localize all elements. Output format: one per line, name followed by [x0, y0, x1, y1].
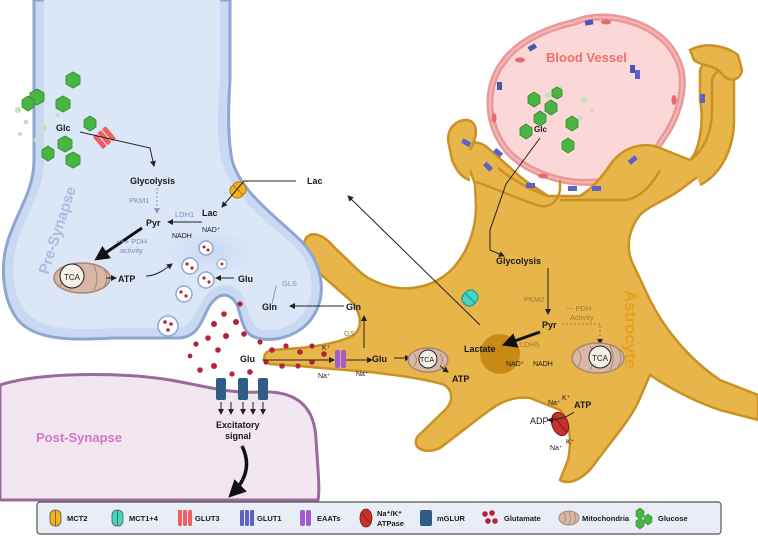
legend-label: GLUT3: [195, 514, 220, 523]
ast-gs: GS: [344, 329, 355, 338]
astrocyte-title: Astrocyte: [621, 290, 640, 368]
ast-pkm2: PKM2: [524, 295, 544, 304]
pre-pyr: Pyr: [146, 218, 161, 228]
pump-atp: ATP: [574, 400, 591, 410]
mglur-receptors: [216, 378, 268, 415]
ast-tca-right: TCA: [592, 354, 609, 363]
pre-gln: Gln: [262, 302, 277, 312]
pre-gls: GLS: [282, 279, 297, 288]
mitochondria-icon: [558, 510, 580, 526]
pump-adp: ADP: [530, 416, 549, 426]
pump-na-bottom: Na⁺: [550, 445, 563, 452]
pre-lac: Lac: [202, 208, 218, 218]
legend-label: GLUT1: [257, 514, 282, 523]
pre-glc-label: Glc: [56, 123, 71, 133]
mglur-icon: [420, 510, 432, 526]
mct14-icon: [111, 509, 124, 527]
blood-vessel-title: Blood Vessel: [546, 50, 627, 65]
na-k-atpase: [550, 411, 570, 437]
pre-atp: ATP: [118, 274, 135, 284]
pre-synapse-terminal: Pre-Synapse: [1, 0, 323, 341]
legend-item: GLUT1: [240, 510, 282, 526]
ast-nad: NAD⁺: [506, 361, 525, 368]
ast-pdh-line2: Activity: [570, 313, 594, 322]
legend-item: MCT2: [49, 509, 87, 527]
legend-label: MCT1+4: [129, 514, 159, 523]
pre-pdh-line1: +++ PDH: [116, 237, 147, 246]
legend-label: MCT2: [67, 514, 87, 523]
excitatory-line1: Excitatory: [216, 420, 260, 430]
excitatory-line2: signal: [225, 431, 251, 441]
post-synapse-terminal: Post-Synapse: [0, 373, 321, 502]
ast-atp-left: ATP: [452, 374, 469, 384]
ast-gln: Gln: [346, 302, 361, 312]
pre-ldh1: LDH1: [175, 210, 194, 219]
legend-item: Mitochondria: [558, 510, 630, 526]
legend-label: Na⁺/K⁺: [377, 509, 402, 518]
glut3-icon: [178, 510, 192, 526]
legend-item: MCT1+4: [111, 509, 159, 527]
ast-ldh5: LDH5: [520, 340, 539, 349]
ast-mitochondrion-right: [571, 342, 625, 374]
legend-label: mGLUR: [437, 514, 466, 523]
legend-label: Mitochondria: [582, 514, 630, 523]
glucose-cluster-extracellular: [15, 71, 97, 169]
pre-pdh-line2: activity: [120, 246, 143, 255]
legend-label-line2: ATPase: [377, 519, 404, 528]
cleft-na2: Na⁺: [356, 371, 369, 378]
legend-label: Glutamate: [504, 514, 541, 523]
atpase-icon: [359, 508, 373, 528]
legend: MCT2 MCT1+4 GLUT3 GLUT1 EAATs Na⁺/K⁺ATPase mGL…: [36, 501, 722, 535]
legend-item: EAATs: [300, 510, 340, 526]
eaat-transporter: [335, 350, 346, 368]
legend-item: Glutamate: [482, 510, 541, 524]
eaat-icon: [300, 510, 311, 526]
ast-lactate: Lactate: [464, 344, 496, 354]
ast-pyr: Pyr: [542, 320, 557, 330]
pre-mitochondrion: [53, 262, 111, 294]
pre-nadh: NADH: [172, 233, 192, 240]
ast-glycolysis: Glycolysis: [496, 256, 541, 266]
pre-nad: NAD⁺: [202, 227, 221, 234]
legend-label: Glucose: [658, 514, 688, 523]
ast-glu: Glu: [372, 354, 387, 364]
glut1-transporters-endfeet: [461, 70, 705, 191]
pre-tca: TCA: [64, 273, 81, 282]
mct14-transporter: [461, 289, 479, 307]
ast-lac: Lac: [307, 176, 323, 186]
ast-pdh-line1: --- PDH: [566, 304, 591, 313]
cleft-k: K⁺: [322, 345, 331, 352]
glut1-icon: [240, 510, 254, 526]
legend-item: GLUT3: [178, 510, 220, 526]
glucose-icon: [635, 507, 653, 530]
ast-tca-left: TCA: [420, 357, 434, 364]
glucose-cluster-vessel: [519, 85, 594, 154]
pre-glu: Glu: [238, 274, 253, 284]
synaptic-vesicles: [157, 240, 228, 337]
post-synapse-title: Post-Synapse: [36, 430, 122, 445]
cleft-na1: Na⁺: [318, 373, 331, 380]
cleft-glu: Glu: [240, 354, 255, 364]
legend-item: Na⁺/K⁺ATPase: [359, 508, 404, 528]
legend-item: Glucose: [635, 507, 688, 530]
vessel-glc-label: Glc: [534, 125, 547, 134]
pump-k-top: K⁺: [562, 395, 571, 402]
legend-item: mGLUR: [420, 510, 466, 526]
pump-k-bottom: K⁺: [566, 439, 575, 446]
ast-mitochondrion-left: [407, 347, 449, 373]
pre-glycolysis: Glycolysis: [130, 176, 175, 186]
pre-pkm1: PKM1: [129, 196, 149, 205]
pump-na-top: Na⁺: [548, 400, 561, 407]
mct2-icon: [49, 509, 62, 527]
legend-label: EAATs: [317, 514, 340, 523]
glutamate-icon: [482, 510, 498, 524]
ast-nadh: NADH: [533, 361, 553, 368]
mct2-transporter: [229, 181, 247, 199]
glutamate-cleft: [187, 301, 327, 377]
